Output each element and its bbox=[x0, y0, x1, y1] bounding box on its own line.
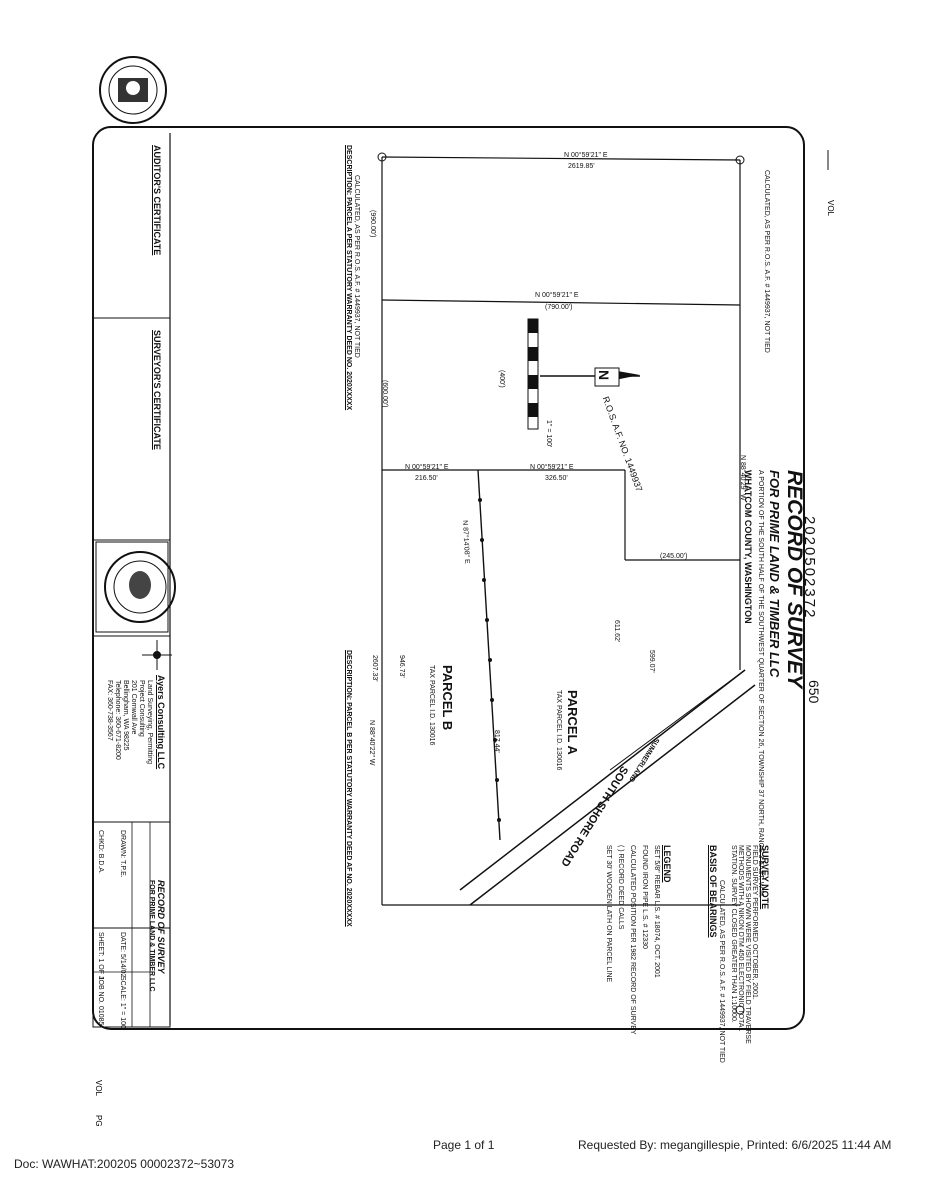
footer-page: Page 1 of 1 bbox=[433, 1138, 495, 1152]
firm-line: Telephone: 360-671-8200 bbox=[114, 680, 121, 760]
margin-vol: VOL bbox=[826, 200, 835, 217]
margin-vol-2: VOL bbox=[94, 1080, 103, 1097]
dist-400: (400') bbox=[498, 370, 505, 388]
ros-note-top: CALCULATED, AS PER R.O.S. A.F. # 1449937… bbox=[763, 170, 770, 353]
margin-pg-2: PG bbox=[94, 1115, 103, 1127]
corner-monuments bbox=[377, 152, 745, 1015]
dist-600: (600.00') bbox=[381, 380, 388, 408]
parcel-a-tax: TAX PARCEL I.D. 130016 bbox=[555, 690, 562, 771]
footer-doc-id: Doc: WAWHAT:200205 00002372~53073 bbox=[14, 1157, 235, 1171]
bearing-mid-dist: (790.00') bbox=[545, 304, 573, 311]
location-line-1: A PORTION OF THE SOUTH HALF OF THE SOUTH… bbox=[757, 470, 764, 898]
north-label: N bbox=[596, 370, 612, 381]
bearing-left-dist: (990.00') bbox=[369, 210, 376, 238]
surveyor-title: SURVEYOR'S CERTIFICATE bbox=[152, 330, 162, 450]
desc-b-title: DESCRIPTION: PARCEL B PER STATUTORY WARR… bbox=[345, 650, 352, 927]
parcel-boundaries bbox=[381, 156, 756, 906]
ros-note-bottom: CALCULATED, AS PER R.O.S. A.F. # 1449937… bbox=[718, 880, 725, 1063]
bearing-mid: N 00°59'21" E bbox=[535, 292, 579, 299]
firm-line: Land Surveying, Permitting bbox=[146, 680, 153, 765]
surveyor-seal-icon bbox=[95, 541, 176, 633]
parcel-b-tax: TAX PARCEL I.D. 130016 bbox=[428, 665, 435, 746]
dist-2607: 2607.33' bbox=[371, 655, 378, 682]
title-block-sub: FOR PRIME LAND & TIMBER LLC bbox=[148, 880, 155, 992]
bearing-right-dist: (245.00') bbox=[660, 553, 688, 560]
bearing-west-line: N 88°40'29" W bbox=[739, 455, 746, 501]
desc-a-title: DESCRIPTION: PARCEL A PER STATUTORY WARR… bbox=[345, 145, 352, 411]
document-subtitle: FOR PRIME LAND & TIMBER LLC bbox=[767, 470, 782, 678]
lath-markers bbox=[478, 498, 501, 822]
sheet-border bbox=[92, 126, 805, 1030]
legend-item: ( ) RECORD DEED CALLS bbox=[617, 845, 624, 930]
title-block-drawn: DRAWN: T.P.E. bbox=[119, 830, 126, 878]
document-title: RECORD OF SURVEY bbox=[783, 470, 806, 689]
firm-line: FAX: 360-738-3567 bbox=[106, 680, 113, 741]
bearing-top-dist: 2619.85' bbox=[568, 163, 595, 170]
firm-line: 201 Cornwall Ave bbox=[130, 680, 137, 735]
bearing-low2: N 00°59'21" E bbox=[530, 464, 574, 471]
dist-611: 611.62' bbox=[613, 620, 620, 643]
scale-bar-label: 1" = 100' bbox=[545, 420, 552, 448]
bearing-south-line: N 88°40'22" W bbox=[368, 720, 375, 766]
title-block bbox=[92, 821, 171, 1028]
title-block-date: DATE: 5/14/02 bbox=[119, 932, 126, 978]
firm-line: Bellingham, WA 98225 bbox=[122, 680, 129, 751]
dist-817: 817.44' bbox=[493, 730, 500, 753]
footer-requested: Requested By: megangillespie, Printed: 6… bbox=[578, 1138, 892, 1152]
title-block-title: RECORD OF SURVEY bbox=[156, 880, 166, 974]
legend-title: LEGEND bbox=[662, 845, 672, 883]
title-block-chkd: CHKD: B.D.A. bbox=[97, 830, 104, 874]
title-block-sheet: SHEET: 1 OF 1 bbox=[97, 932, 104, 980]
scale-bar bbox=[527, 318, 539, 430]
parcel-a-label: PARCEL A bbox=[565, 690, 580, 755]
firm-line: Project Consulting bbox=[138, 680, 145, 737]
bearing-top: N 00°59'21" E bbox=[564, 152, 608, 159]
basis-title: BASIS OF BEARINGS bbox=[708, 845, 718, 938]
legend-item: FOUND IRON PIPE L.S. # 12330 bbox=[641, 845, 648, 949]
legend-item: CALCULATED POSITION PER 1982 RECORD OF S… bbox=[629, 845, 636, 1035]
title-block-scale: SCALE: 1" = 100' bbox=[119, 976, 126, 1031]
page-ref: 650 bbox=[806, 680, 822, 704]
north-arrow-icon bbox=[540, 367, 640, 387]
small-compass-icon bbox=[142, 640, 172, 670]
survey-note-title: SURVEY NOTE bbox=[760, 845, 770, 910]
dist-599: 599.07' bbox=[648, 650, 655, 673]
dist-946: 946.73' bbox=[398, 655, 405, 678]
county-seal-icon bbox=[99, 56, 167, 124]
legend-item: SET 30' WOODEN LATH ON PARCEL LINE bbox=[605, 845, 612, 983]
bearing-low1: N 00°59'21" E bbox=[405, 464, 449, 471]
bearing-low2-dist: 326.50' bbox=[545, 475, 568, 482]
bearing-low1-dist: 216.50' bbox=[415, 475, 438, 482]
parcel-b-label: PARCEL B bbox=[440, 665, 455, 731]
auditor-title: AUDITOR'S CERTIFICATE bbox=[152, 145, 162, 256]
title-block-job: JOB NO. 01085 bbox=[97, 976, 104, 1026]
ros-note-left: CALCULATED, AS PER R.O.S. A.F. # 1449937… bbox=[353, 175, 360, 358]
firm-name: Ayers Consulting LLC bbox=[156, 675, 166, 770]
legend-item: SET 5/8" REBAR L.S. # 18074, OCT. 2001 bbox=[653, 845, 660, 978]
survey-note-text: FIELD SURVEY PERFORMED OCTOBER, 2001. MO… bbox=[730, 845, 758, 1044]
